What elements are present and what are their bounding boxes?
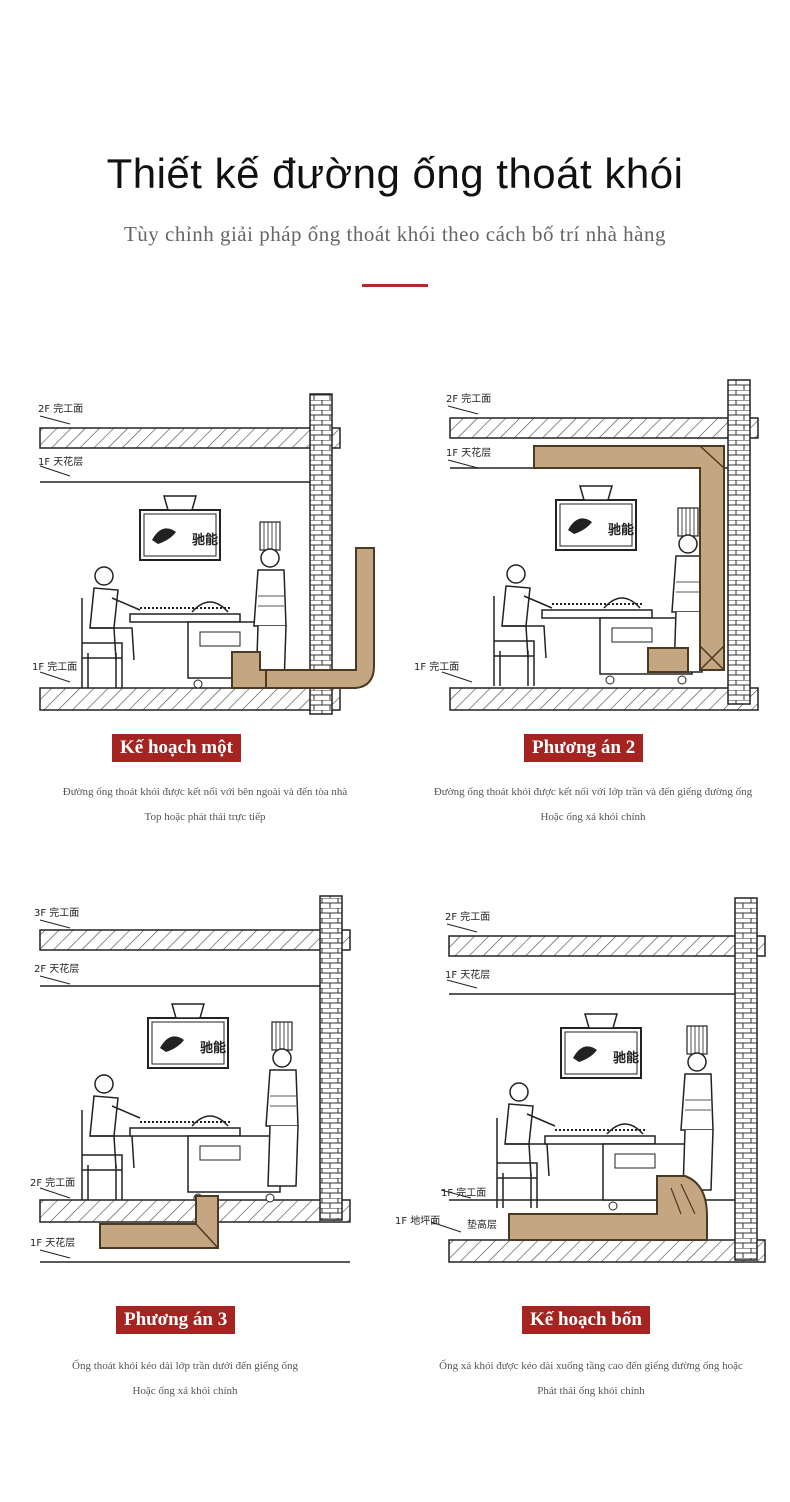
floor-label: 3F 完工面 bbox=[34, 906, 79, 919]
floor-label: 2F 天花层 bbox=[34, 962, 79, 975]
plan-three-badge: Phương án 3 bbox=[116, 1306, 236, 1334]
floor-label: 2F 完工面 bbox=[38, 402, 83, 415]
floor-label: 2F 完工面 bbox=[445, 910, 490, 923]
sign-text: 驰能 bbox=[200, 1040, 226, 1056]
plan-three-diagram: 3F 完工面 2F 天花层 2F 完工面 1F 天花层 驰能 bbox=[30, 888, 400, 1328]
plan-three-description: Ống thoát khói kéo dài lớp trần dưới đến… bbox=[0, 1354, 370, 1404]
description-line: Đường ống thoát khói được kết nối với bê… bbox=[62, 786, 348, 798]
floor-label: 1F 天花层 bbox=[30, 1236, 75, 1249]
title-divider bbox=[362, 284, 428, 287]
floor-label: 1F 天花层 bbox=[446, 446, 491, 459]
plan-four-description: Ống xả khói được kéo dài xuống tầng cao … bbox=[406, 1354, 776, 1404]
floor-label: 1F 完工面 bbox=[414, 660, 459, 673]
description-line: Top hoặc phát thải trực tiếp bbox=[144, 811, 266, 823]
description-line: Ống xả khói được kéo dài xuống tầng cao … bbox=[439, 1360, 743, 1372]
floor-label: 垫高层 bbox=[467, 1218, 497, 1231]
description-line: Ống thoát khói kéo dài lớp trần dưới đến… bbox=[72, 1360, 298, 1372]
floor-label: 1F 地坪面 bbox=[395, 1214, 440, 1227]
description-line: Hoặc ống xả khói chính bbox=[132, 1385, 238, 1397]
floor-label: 1F 完工面 bbox=[32, 660, 77, 673]
sign-text: 驰能 bbox=[608, 522, 634, 538]
plan-four-badge: Kế hoạch bốn bbox=[522, 1306, 650, 1334]
floor-label: 2F 完工面 bbox=[446, 392, 491, 405]
description-line: Hoặc ống xả khói chính bbox=[540, 811, 646, 823]
page-subtitle: Tùy chỉnh giải pháp ống thoát khói theo … bbox=[123, 222, 667, 246]
plan-four-diagram: 2F 完工面 1F 天花层 1F 完工面 1F 地坪面 垫高层 驰能 bbox=[395, 888, 766, 1328]
description-line: Phát thải ống khói chính bbox=[537, 1385, 645, 1397]
sign-text: 驰能 bbox=[613, 1050, 639, 1066]
plan-one-diagram: 2F 完工面 1F 天花层 1F 完工面 驰能 bbox=[30, 370, 400, 810]
plan-two-description: Đường ống thoát khói được kết nối với lớ… bbox=[408, 780, 778, 830]
page-title: Thiết kế đường ống thoát khói bbox=[106, 150, 684, 197]
floor-label: 2F 完工面 bbox=[30, 1176, 75, 1189]
floor-label: 1F 完工面 bbox=[441, 1186, 486, 1199]
plan-two-badge: Phương án 2 bbox=[524, 734, 644, 762]
description-line: Đường ống thoát khói được kết nối với lớ… bbox=[433, 786, 753, 798]
plan-one-description: Đường ống thoát khói được kết nối với bê… bbox=[20, 780, 390, 830]
floor-label: 1F 天花层 bbox=[38, 455, 83, 468]
floor-label: 1F 天花层 bbox=[445, 968, 490, 981]
plan-one-badge: Kế hoạch một bbox=[112, 734, 241, 762]
sign-text: 驰能 bbox=[192, 532, 218, 548]
plan-two-diagram: 2F 完工面 1F 天花层 1F 完工面 驰能 bbox=[412, 370, 782, 810]
